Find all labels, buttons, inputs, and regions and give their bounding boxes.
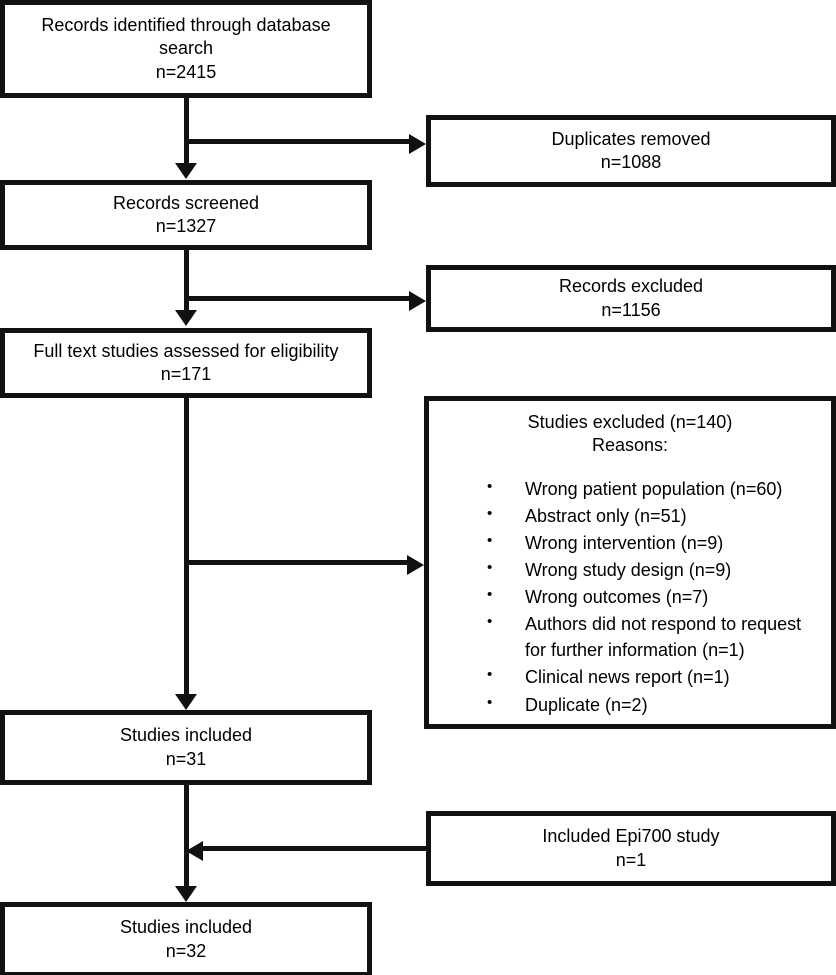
- arrowhead-right-icon: [409, 291, 426, 311]
- connector-to-duplicates-removed: [186, 139, 412, 144]
- arrowhead-left-icon: [186, 841, 203, 861]
- node-records-excluded-line1: Records excluded: [558, 276, 704, 297]
- node-records-identified: Records identified through database sear…: [0, 0, 372, 98]
- list-item: Clinical news report (n=1): [429, 664, 831, 690]
- arrowhead-right-icon: [407, 555, 424, 575]
- list-item: Duplicate (n=2): [429, 692, 831, 718]
- studies-excluded-heading-line1: Studies excluded (n=140): [527, 412, 733, 432]
- node-studies-included-32: Studies included n=32: [0, 902, 372, 975]
- arrowhead-down-icon: [175, 694, 197, 710]
- node-records-screened-count: n=1327: [155, 216, 217, 236]
- studies-excluded-heading-line2: Reasons:: [591, 435, 669, 456]
- node-records-excluded: Records excluded n=1156: [426, 265, 836, 332]
- node-records-identified-count: n=2415: [155, 61, 217, 82]
- connector-included31-to-included32: [184, 785, 189, 889]
- arrowhead-down-icon: [175, 310, 197, 326]
- connector-fulltext-to-included31: [184, 398, 189, 696]
- node-studies-included-32-line1: Studies included: [119, 917, 253, 938]
- node-included-epi700-count: n=1: [615, 849, 647, 870]
- connector-epi700-to-included32: [203, 846, 427, 851]
- node-studies-included-31-count: n=31: [165, 748, 207, 769]
- node-fulltext-assessed: Full text studies assessed for eligibili…: [0, 328, 372, 398]
- node-duplicates-removed-count: n=1088: [600, 152, 662, 172]
- node-included-epi700-line1: Included Epi700 study: [542, 826, 720, 847]
- node-duplicates-removed-line1: Duplicates removed: [551, 128, 711, 149]
- node-records-screened: Records screened n=1327: [0, 180, 372, 250]
- arrowhead-down-icon: [175, 886, 197, 902]
- node-studies-included-32-count: n=32: [165, 940, 207, 961]
- node-records-identified-line2: search: [158, 38, 214, 59]
- node-studies-excluded: Studies excluded (n=140) Reasons: Wrong …: [424, 396, 836, 729]
- list-item: Abstract only (n=51): [429, 503, 831, 529]
- connector-screened-to-fulltext: [184, 250, 189, 314]
- node-records-identified-line1: Records identified through database: [41, 15, 331, 36]
- node-fulltext-assessed-line1: Full text studies assessed for eligibili…: [33, 340, 339, 361]
- list-item: Authors did not respond to request for f…: [429, 611, 831, 663]
- list-item: Wrong intervention (n=9): [429, 530, 831, 556]
- node-duplicates-removed: Duplicates removed n=1088: [426, 115, 836, 187]
- node-studies-included-31: Studies included n=31: [0, 710, 372, 785]
- node-included-epi700: Included Epi700 study n=1: [426, 811, 836, 886]
- node-records-excluded-count: n=1156: [601, 299, 661, 320]
- node-fulltext-assessed-count: n=171: [160, 364, 212, 384]
- list-item: Wrong study design (n=9): [429, 557, 831, 583]
- arrowhead-down-icon: [175, 163, 197, 179]
- node-studies-included-31-line1: Studies included: [119, 725, 253, 746]
- node-records-screened-line1: Records screened: [112, 192, 260, 213]
- connector-to-studies-excluded: [186, 560, 410, 565]
- arrowhead-right-icon: [409, 134, 426, 154]
- connector-identified-to-screened: [184, 98, 189, 168]
- studies-excluded-heading: Studies excluded (n=140) Reasons:: [429, 411, 831, 458]
- studies-excluded-reason-list: Wrong patient population (n=60) Abstract…: [429, 476, 831, 718]
- list-item: Wrong patient population (n=60): [429, 476, 831, 502]
- connector-to-records-excluded: [186, 296, 412, 301]
- list-item: Wrong outcomes (n=7): [429, 584, 831, 610]
